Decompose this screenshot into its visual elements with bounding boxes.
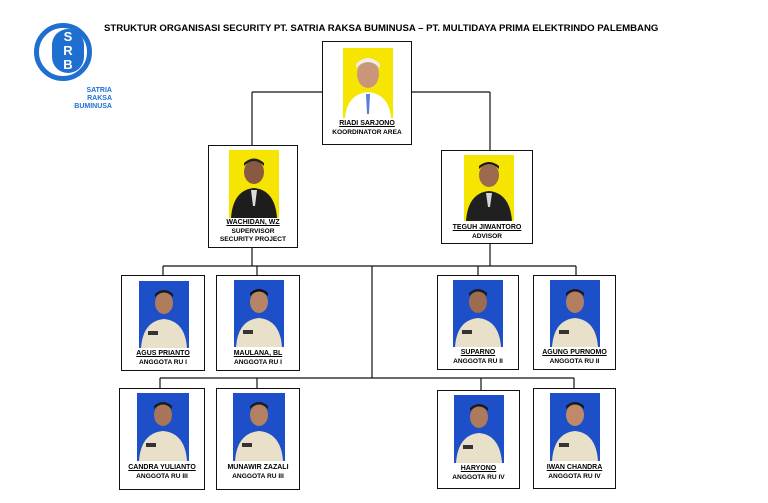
logo-letter: R [63,43,73,58]
node-supervisor: WACHIDAN, WZ SUPERVISOR SECURITY PROJECT [208,145,298,248]
person-role: ANGGOTA RU IV [452,474,505,481]
logo-badge: S R B [52,29,84,73]
person-role: ANGGOTA RU II [453,358,503,365]
person-name: SUPARNO [460,349,496,356]
person-role: ANGGOTA RU III [136,473,188,480]
person-role: ANGGOTA RU I [139,359,187,366]
person-role: SUPERVISOR [231,228,275,235]
person-photo [233,393,285,461]
person-photo [550,280,600,347]
logo-text-line: RAKSA [87,95,112,102]
person-photo [234,280,284,347]
person-role: SECURITY PROJECT [219,236,287,243]
node-member: AGUS PRIANTO ANGGOTA RU I [121,275,205,371]
node-member: IWAN CHANDRA ANGGOTA RU IV [533,388,616,489]
person-role: ANGGOTA RU I [234,359,282,366]
person-photo [550,393,600,461]
person-name: AGUS PRIANTO [136,350,190,357]
person-name: AGUNG PURNOMO [542,349,607,356]
person-role: KOORDINATOR AREA [332,129,402,136]
person-photo [343,48,393,118]
person-photo [454,395,504,463]
chart-title: STRUKTUR ORGANISASI SECURITY PT. SATRIA … [104,23,659,34]
person-name: RIADI SARJONO [339,120,395,127]
person-name: CANDRA YULIANTO [128,464,196,471]
person-photo [453,280,503,347]
person-name: MUNAWIR ZAZALI [227,464,289,471]
node-member: HARYONO ANGGOTA RU IV [437,390,520,489]
person-name: IWAN CHANDRA [546,464,603,471]
person-photo [137,393,189,461]
person-photo [464,155,514,221]
person-name: HARYONO [460,465,497,472]
node-member: MAULANA, BL ANGGOTA RU I [216,275,300,371]
person-photo [229,150,279,218]
person-name: WACHIDAN, WZ [226,219,280,226]
person-role: ADVISOR [471,233,503,240]
person-photo [139,281,189,348]
person-role: ANGGOTA RU IV [548,473,601,480]
logo-letter: B [63,57,73,72]
logo-text-line: SATRIA [86,87,112,94]
node-advisor: TEGUH JIWANTORO ADVISOR [441,150,533,244]
person-role: ANGGOTA RU II [549,358,600,365]
person-name: TEGUH JIWANTORO [452,224,522,231]
person-name: MAULANA, BL [233,350,283,357]
node-member: SUPARNO ANGGOTA RU II [437,275,519,370]
logo-text-line: BUMINUSA [74,103,112,110]
logo-text: SATRIA RAKSA BUMINUSA [32,87,112,111]
node-member: CANDRA YULIANTO ANGGOTA RU III [119,388,205,490]
logo-letter: S [63,29,73,44]
srb-logo: S R B SATRIA RAKSA BUMINUSA [32,23,112,113]
node-member: MUNAWIR ZAZALI ANGGOTA RU III [216,388,300,490]
node-coordinator: RIADI SARJONO KOORDINATOR AREA [322,41,412,145]
node-member: AGUNG PURNOMO ANGGOTA RU II [533,275,616,370]
person-role: ANGGOTA RU III [232,473,284,480]
logo-ring [34,23,92,81]
